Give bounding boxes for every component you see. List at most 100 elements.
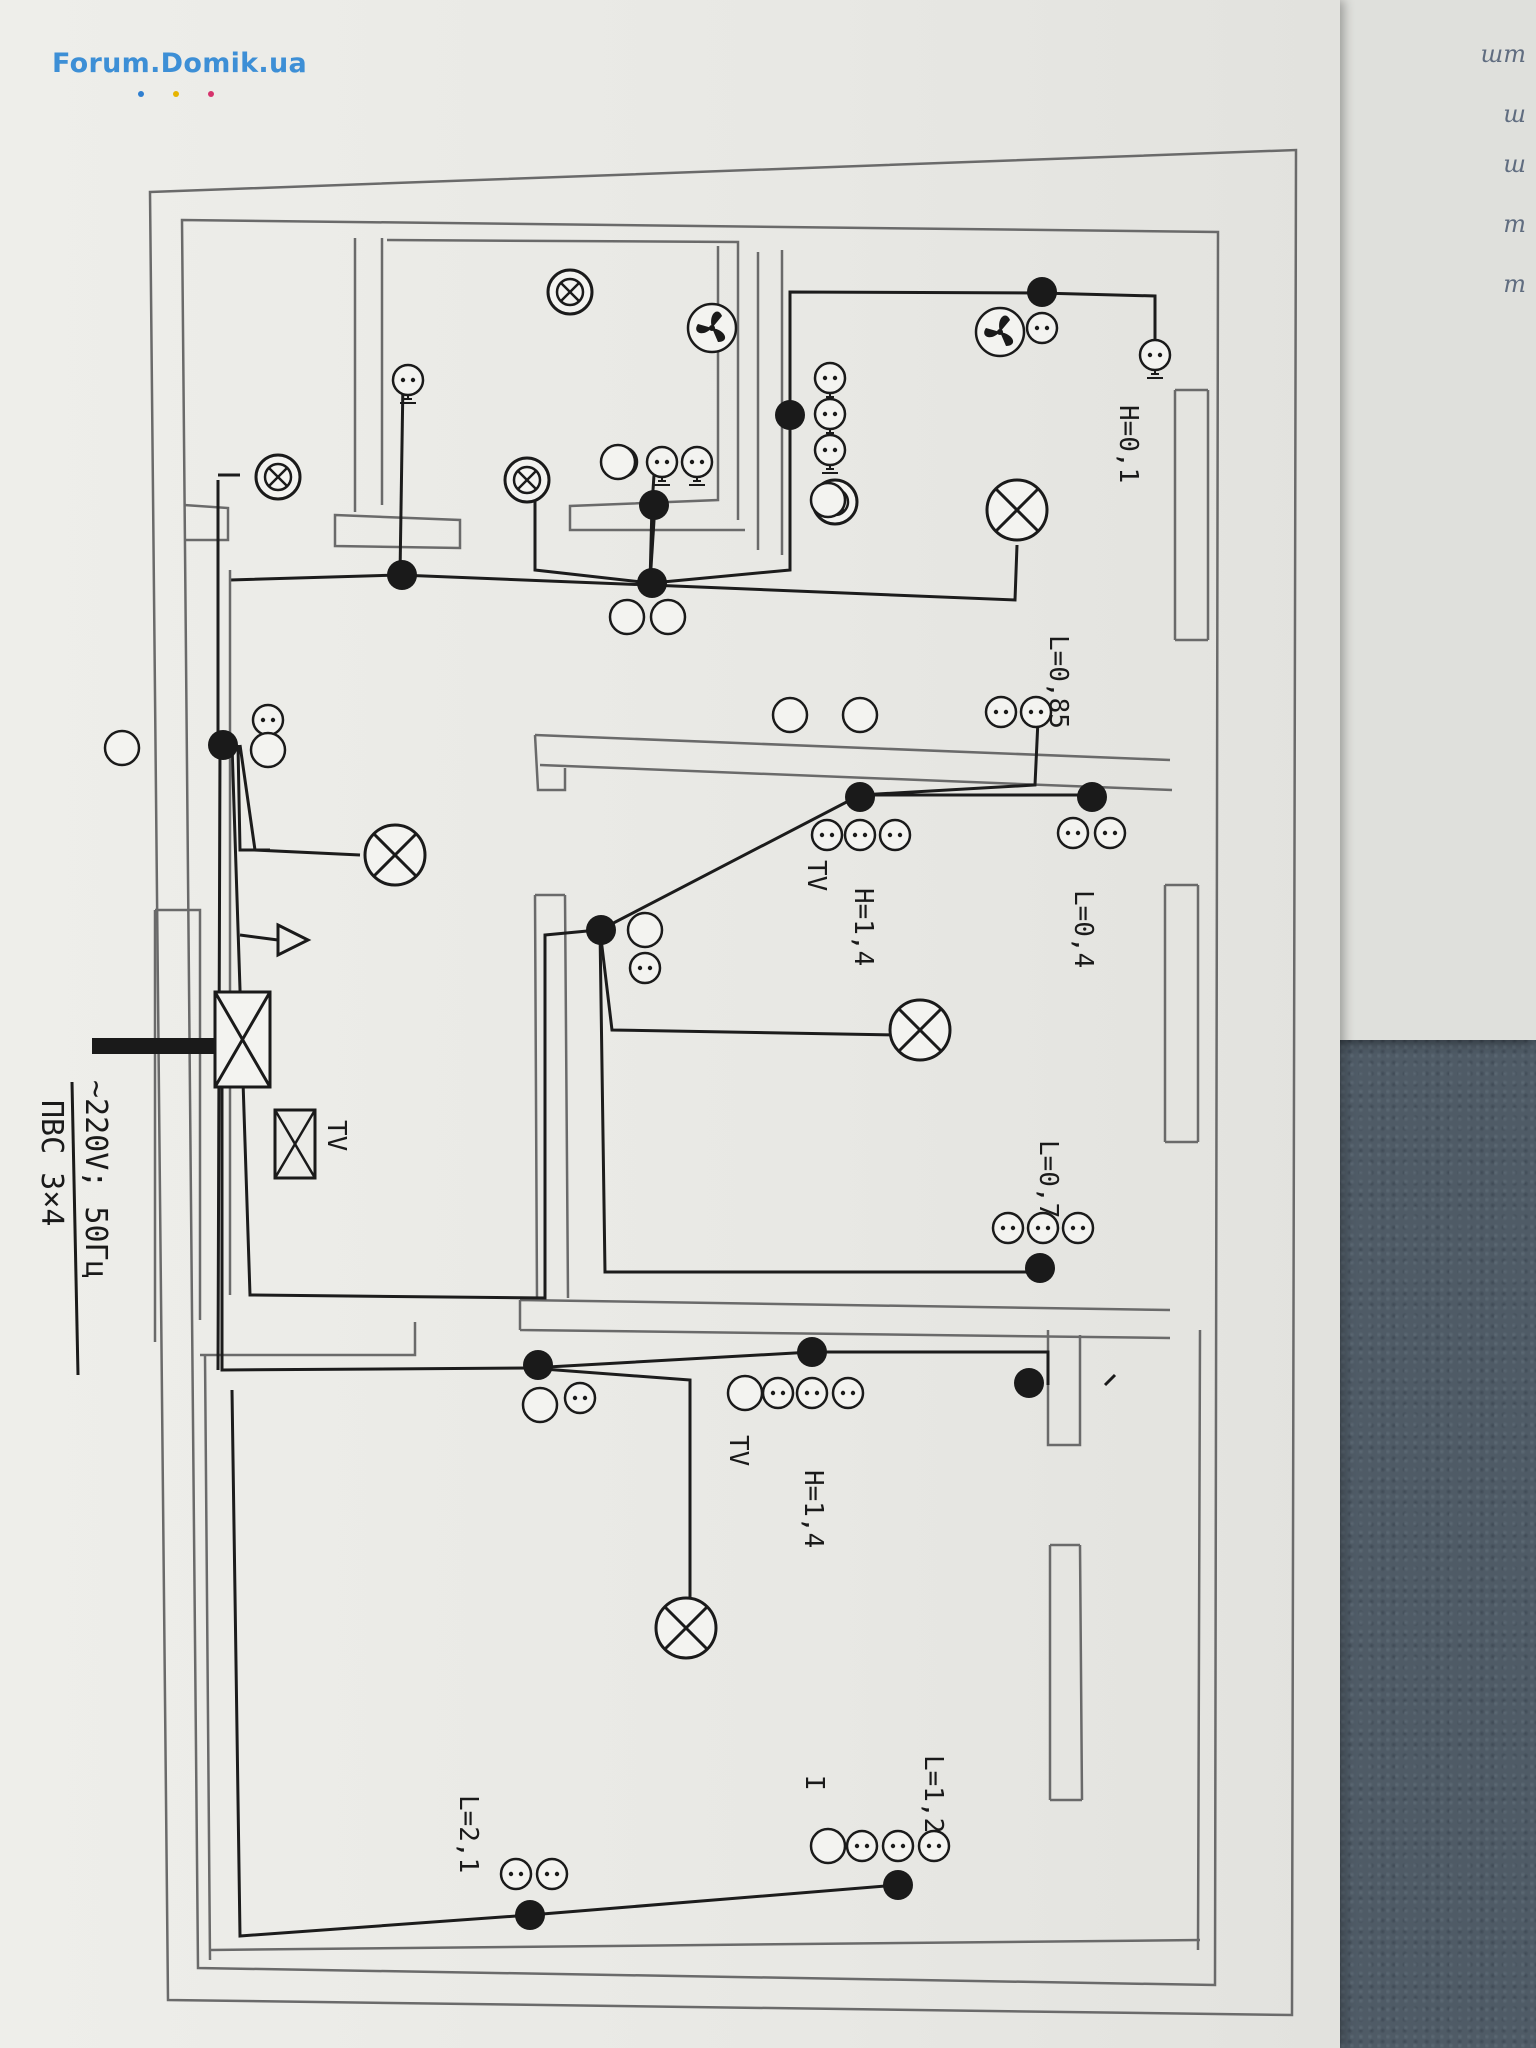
socket-icon xyxy=(761,1376,795,1410)
socket-icon xyxy=(628,951,662,985)
watermark-dots xyxy=(138,82,238,101)
lamp-icon xyxy=(654,1596,718,1660)
switch-icon xyxy=(599,443,637,481)
socket-icon xyxy=(813,397,847,439)
socket-icon xyxy=(1138,338,1172,380)
junction-box-icon xyxy=(1025,1253,1055,1283)
wiring-lines xyxy=(216,290,1157,1938)
label-kitchen-height: H=0,1 xyxy=(1113,405,1143,483)
junction-box-icon xyxy=(883,1870,913,1900)
socket-icon xyxy=(795,1376,829,1410)
socket-icon xyxy=(881,1829,915,1863)
junction-box-icon xyxy=(523,1350,553,1380)
lamp-icon xyxy=(546,268,594,316)
side-scribble-4: т xyxy=(1503,210,1526,238)
ground-icon xyxy=(276,922,312,958)
socket-icon xyxy=(1025,311,1059,345)
label-bedroom-mark: I xyxy=(799,1775,829,1791)
supply-cable xyxy=(92,1038,214,1054)
socket-icon xyxy=(845,1829,879,1863)
socket-icon xyxy=(645,445,679,487)
fan-icon xyxy=(974,306,1026,358)
lamp-icon xyxy=(503,456,551,504)
junction-box-icon xyxy=(1077,782,1107,812)
socket-icon xyxy=(984,695,1018,729)
junction-box-icon xyxy=(515,1900,545,1930)
junction-box-icon xyxy=(845,782,875,812)
side-scribble-5: т xyxy=(1503,270,1526,298)
label-middle-length: L=0,4 xyxy=(1068,890,1098,968)
supply-note-cable: ПВС 3×4 xyxy=(34,1100,69,1226)
switch-icon xyxy=(726,1374,764,1412)
tv-antenna-icon xyxy=(273,1108,317,1180)
socket-icon xyxy=(831,1376,865,1410)
supply-note-voltage: ~220V; 50Гц xyxy=(78,1080,113,1279)
watermark-logo: Forum.Domik.ua xyxy=(52,48,308,79)
distribution-panel-icon xyxy=(213,990,272,1089)
socket-icon xyxy=(878,818,912,852)
switch-icon xyxy=(841,696,879,734)
socket-icon xyxy=(813,361,847,403)
socket-icon xyxy=(535,1857,569,1891)
ground-wire xyxy=(239,933,279,942)
switch-icon xyxy=(809,1827,847,1865)
socket-icon xyxy=(1056,816,1090,850)
socket-icon xyxy=(843,818,877,852)
supply-note: ~220V; 50Гц ПВС 3×4 xyxy=(34,1080,113,1279)
socket-icon xyxy=(251,703,285,737)
socket-icon xyxy=(391,363,425,405)
switch-icon xyxy=(649,598,687,636)
socket-icon xyxy=(813,433,847,475)
watermark-dot-yellow xyxy=(173,91,180,97)
junction-box-icon xyxy=(797,1337,827,1367)
junction-box-icon xyxy=(208,730,238,760)
plan-labels: H=0,1 L=0,85 L=0,4 H=1,4 TV L=0,7 TV TV … xyxy=(321,405,1143,1873)
interior-walls xyxy=(153,238,1210,1961)
switch-icon xyxy=(626,911,664,949)
sockets xyxy=(251,311,1172,1891)
lamp-icon xyxy=(888,998,952,1062)
junction-box-icon xyxy=(1014,1368,1044,1398)
switch-icon xyxy=(249,731,287,769)
side-scribble-3: ш xyxy=(1503,150,1526,178)
socket-icon xyxy=(1061,1211,1095,1245)
outer-walls xyxy=(148,148,1298,2017)
label-middle-low-length: L=0,7 xyxy=(1033,1140,1063,1218)
watermark-dot-pink xyxy=(208,91,215,97)
switch-icon xyxy=(809,481,847,519)
socket-icon xyxy=(991,1211,1025,1245)
label-bedroom-tv: TV xyxy=(723,1435,753,1466)
entry-mark xyxy=(1103,1373,1117,1387)
label-bedroom-length: L=1,2 xyxy=(918,1755,948,1833)
label-middle-tv: TV xyxy=(801,860,831,891)
junction-box-icon xyxy=(639,490,669,520)
switch-icon xyxy=(608,598,646,636)
label-hall-tv: TV xyxy=(321,1120,351,1151)
junction-box-icon xyxy=(387,560,417,590)
supply-note-underline xyxy=(70,1081,80,1376)
switch-icon xyxy=(771,696,809,734)
label-bedroom-left-length: L=2,1 xyxy=(453,1795,483,1873)
watermark-dot-blue xyxy=(138,91,144,97)
label-corridor-length: L=0,85 xyxy=(1043,635,1073,729)
socket-icon xyxy=(680,445,714,487)
socket-icon xyxy=(499,1857,533,1891)
socket-icon xyxy=(810,818,844,852)
socket-icon xyxy=(917,1829,951,1863)
lamp-icon xyxy=(254,453,302,501)
socket-icon xyxy=(563,1381,597,1415)
fan-icon xyxy=(686,302,738,354)
junction-box-icon xyxy=(1027,277,1057,307)
junction-box-icon xyxy=(637,568,667,598)
label-bedroom-height: H=1,4 xyxy=(798,1470,828,1548)
junction-box-icon xyxy=(586,915,616,945)
switch-icon xyxy=(521,1386,559,1424)
lamp-icon xyxy=(985,478,1049,542)
switch-icon xyxy=(103,729,141,767)
junction-box-icon xyxy=(775,400,805,430)
side-scribble-1: шт xyxy=(1480,40,1527,68)
side-scribble-2: ш xyxy=(1503,100,1526,128)
lamp-icon xyxy=(363,823,427,887)
socket-icon xyxy=(1093,816,1127,850)
